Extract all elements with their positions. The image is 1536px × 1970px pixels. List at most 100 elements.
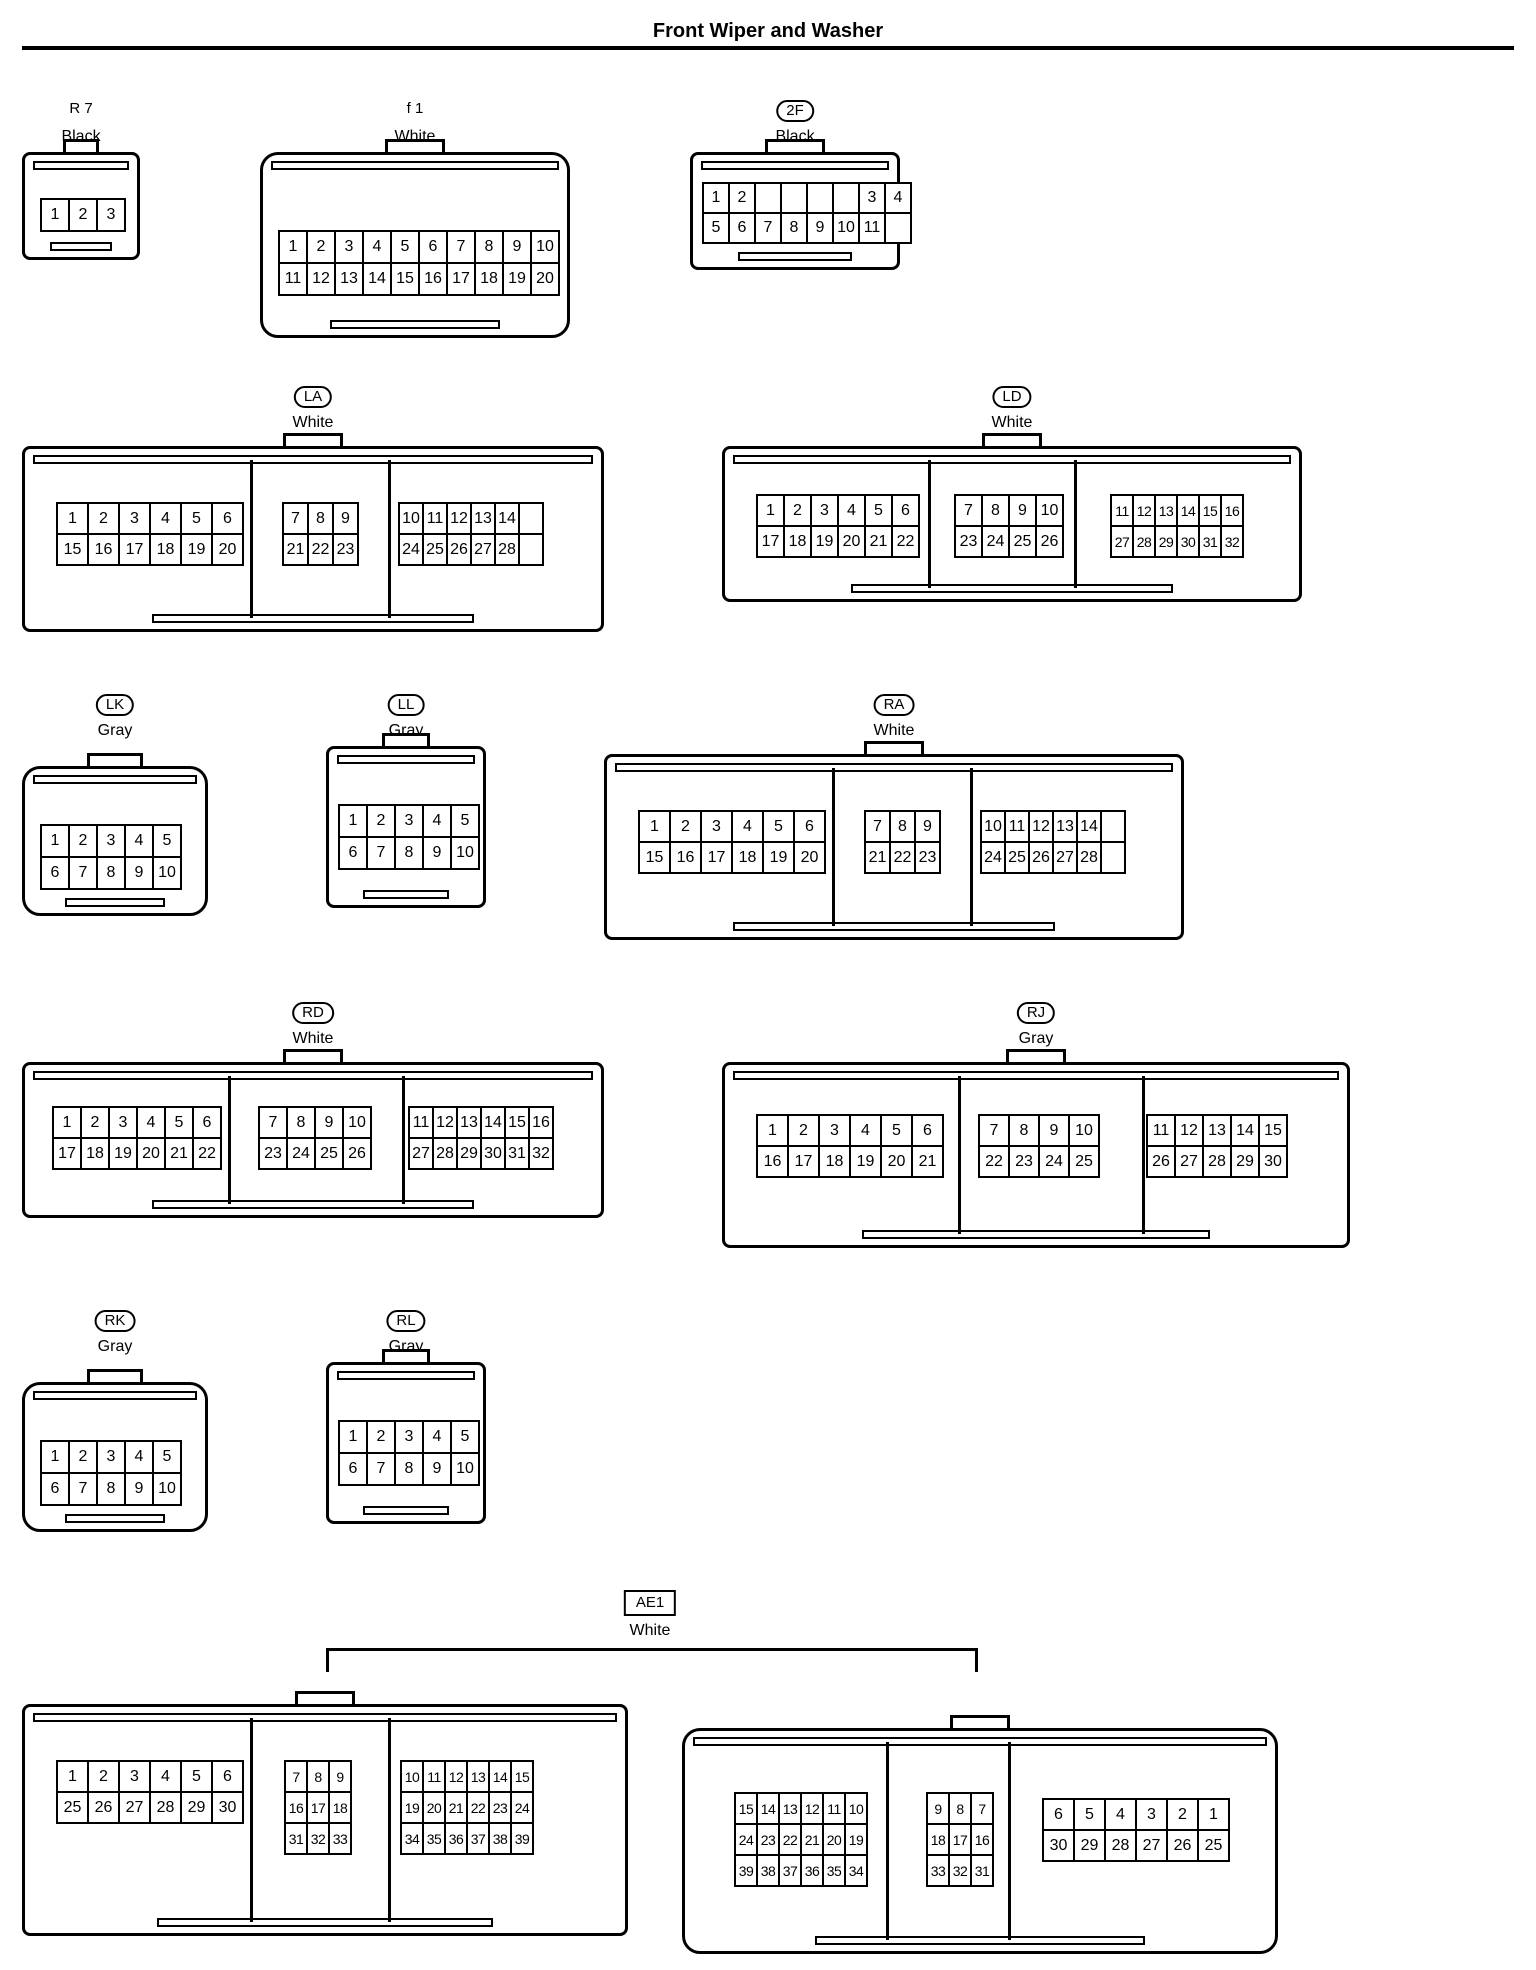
pin: 3 xyxy=(98,1442,126,1474)
connector-code: RD xyxy=(292,1002,334,1024)
housing-divider xyxy=(970,768,973,926)
pin: 8 xyxy=(1010,1116,1040,1147)
connector-color: White xyxy=(629,1622,671,1639)
pin: 3 xyxy=(820,1116,851,1147)
pin: 9 xyxy=(330,1762,352,1793)
connector-latch xyxy=(950,1715,1010,1731)
connector-code: LK xyxy=(95,694,135,716)
connector-latch xyxy=(382,1349,430,1365)
pin: 10 xyxy=(154,1474,182,1506)
pin: 17 xyxy=(758,527,785,558)
pin: 14 xyxy=(490,1762,512,1793)
pin: 29 xyxy=(1156,527,1178,558)
connector-code: LD xyxy=(992,386,1032,408)
pin: 24 xyxy=(982,843,1006,874)
pin: 11 xyxy=(1006,812,1030,843)
pin: 8 xyxy=(396,838,424,870)
pin: 11 xyxy=(280,264,308,296)
pin: 8 xyxy=(308,1762,330,1793)
pin: 29 xyxy=(458,1139,482,1170)
pin: 9 xyxy=(424,1454,452,1486)
pin: 6 xyxy=(213,1762,244,1793)
pin: 19 xyxy=(402,1793,424,1824)
housing-divider xyxy=(1074,460,1077,588)
pin: 26 xyxy=(448,535,472,566)
pin: 17 xyxy=(54,1139,82,1170)
pin: 8 xyxy=(288,1108,316,1139)
pin: 13 xyxy=(472,504,496,535)
pin: 5 xyxy=(882,1116,913,1147)
connector-color: Gray xyxy=(97,1338,133,1355)
pin: 21 xyxy=(866,527,893,558)
pin: 25 xyxy=(1199,1831,1230,1862)
pin: 21 xyxy=(866,843,891,874)
pin: 14 xyxy=(1078,812,1102,843)
pin: 4 xyxy=(424,806,452,838)
pin: 10 xyxy=(154,858,182,890)
pin: 2 xyxy=(70,1442,98,1474)
pin: 1 xyxy=(42,826,70,858)
pin: 16 xyxy=(420,264,448,296)
pin: 7 xyxy=(368,1454,396,1486)
connector-latch xyxy=(87,1369,143,1385)
connector-code: LL xyxy=(387,694,425,716)
pin: 20 xyxy=(795,843,826,874)
pin: 5 xyxy=(452,806,480,838)
pin: 13 xyxy=(468,1762,490,1793)
pin xyxy=(520,535,544,566)
pin: 6 xyxy=(213,504,244,535)
pin: 20 xyxy=(138,1139,166,1170)
pin: 18 xyxy=(82,1139,110,1170)
pin: 10 xyxy=(834,214,860,244)
pin: 34 xyxy=(402,1824,424,1855)
pin: 5 xyxy=(764,812,795,843)
pin: 28 xyxy=(496,535,520,566)
pin: 32 xyxy=(308,1824,330,1855)
pin: 3 xyxy=(396,1422,424,1454)
pin: 28 xyxy=(1204,1147,1232,1178)
housing-divider xyxy=(402,1076,405,1204)
pin: 4 xyxy=(126,1442,154,1474)
pin: 19 xyxy=(851,1147,882,1178)
pin: 15 xyxy=(512,1762,534,1793)
connector-latch xyxy=(87,753,143,769)
pin: 30 xyxy=(1260,1147,1288,1178)
pin: 9 xyxy=(334,504,359,535)
pin: 14 xyxy=(482,1108,506,1139)
pin: 17 xyxy=(120,535,151,566)
pin: 1 xyxy=(704,184,730,214)
page-title: Front Wiper and Washer xyxy=(652,20,884,42)
pin xyxy=(834,184,860,214)
ae1-bracket xyxy=(326,1648,978,1672)
pin: 7 xyxy=(866,812,891,843)
pin: 7 xyxy=(956,496,983,527)
housing-divider xyxy=(388,460,391,618)
pin: 27 xyxy=(1176,1147,1204,1178)
housing-divider xyxy=(832,768,835,926)
pin: 25 xyxy=(1010,527,1037,558)
pin: 10 xyxy=(532,232,560,264)
pin: 26 xyxy=(1168,1831,1199,1862)
connector-color: Gray xyxy=(1018,1030,1054,1047)
connector-latch xyxy=(283,1049,343,1065)
pin xyxy=(520,504,544,535)
pin: 24 xyxy=(983,527,1010,558)
pin: 13 xyxy=(336,264,364,296)
pin: 31 xyxy=(1200,527,1222,558)
pin: 2 xyxy=(70,200,98,232)
pin: 38 xyxy=(490,1824,512,1855)
pin: 15 xyxy=(1260,1116,1288,1147)
pin: 4 xyxy=(151,1762,182,1793)
pin: 20 xyxy=(213,535,244,566)
pin: 12 xyxy=(1030,812,1054,843)
pin: 13 xyxy=(1054,812,1078,843)
pin: 3 xyxy=(120,504,151,535)
